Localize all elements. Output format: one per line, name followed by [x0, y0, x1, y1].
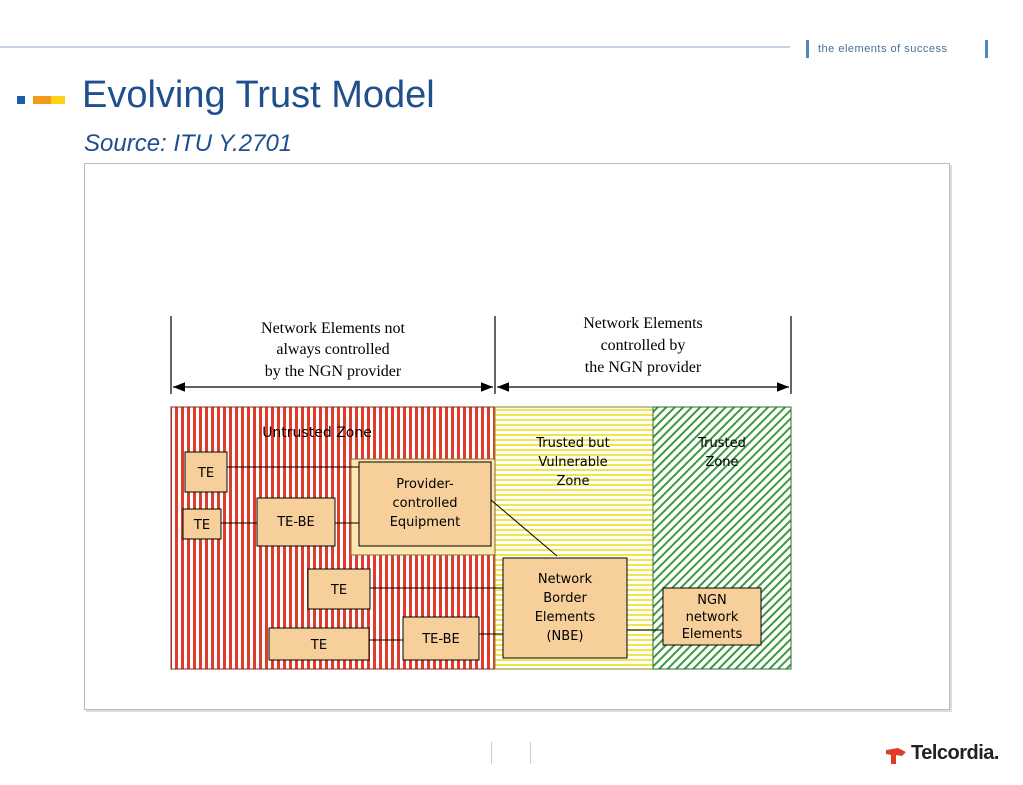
nbe-label-1: Network — [538, 572, 593, 587]
bullet-square-icon — [17, 96, 25, 104]
provider-label-3: Equipment — [390, 515, 461, 530]
slide-subtitle: Source: ITU Y.2701 — [84, 130, 293, 157]
nbe-label-2: Border — [543, 591, 587, 606]
footer-divider-left — [491, 742, 492, 764]
ngn-label-3: Elements — [682, 627, 743, 642]
nbe-box — [502, 557, 628, 659]
te-box-1 — [184, 451, 228, 493]
header-rule — [0, 46, 790, 48]
span-left-line1: Network Elements not — [261, 320, 406, 337]
telcordia-logo-icon — [886, 748, 906, 764]
te-label-3: TE — [330, 583, 347, 598]
te-label-1: TE — [197, 466, 214, 481]
bullet-bar-yellow — [51, 96, 65, 104]
span-left-line3: by the NGN provider — [265, 363, 402, 380]
zone-trusted-label1: Trusted — [697, 436, 746, 451]
tebe-box-1 — [256, 497, 336, 547]
te-box-3 — [307, 568, 371, 610]
nbe-label-3: Elements — [535, 610, 596, 625]
zone-vulnerable-label1: Trusted but — [535, 436, 609, 451]
footer-divider-right — [530, 742, 531, 764]
span-left-line2: always controlled — [276, 341, 389, 358]
telcordia-logo-text: Telcordia. — [911, 742, 1000, 764]
provider-equipment-box — [358, 461, 492, 547]
diagram-frame: Network Elements not always controlled b… — [84, 163, 950, 710]
span-right-line1: Network Elements — [583, 315, 703, 332]
te-box-2 — [182, 508, 222, 540]
tagline-bar-left — [806, 40, 809, 58]
zone-trusted-label2: Zone — [705, 455, 738, 470]
tagline-bar-right — [985, 40, 988, 58]
zone-untrusted-label: Untrusted Zone — [262, 425, 372, 441]
zone-vulnerable-label3: Zone — [556, 474, 589, 489]
provider-label-1: Provider- — [396, 477, 454, 492]
bullet-bar-orange — [33, 96, 51, 104]
te-label-4: TE — [310, 638, 327, 653]
link-provider-nbe — [490, 499, 558, 557]
ngn-label-2: network — [686, 610, 739, 625]
span-right-line3: the NGN provider — [585, 359, 702, 376]
provider-label-2: controlled — [393, 496, 458, 511]
trust-model-diagram: Network Elements not always controlled b… — [170, 315, 792, 670]
zone-vulnerable-label2: Vulnerable — [538, 455, 607, 470]
nbe-label-4: (NBE) — [546, 629, 583, 644]
te-box-4 — [268, 627, 370, 661]
tebe-box-2 — [402, 616, 480, 661]
ngn-box — [662, 587, 762, 646]
tebe-label-1: TE-BE — [276, 515, 315, 530]
te-label-2: TE — [193, 518, 210, 533]
tagline: the elements of success — [818, 43, 948, 55]
span-right-line2: controlled by — [601, 337, 686, 354]
ngn-label-1: NGN — [697, 593, 727, 608]
slide-title: Evolving Trust Model — [82, 74, 435, 116]
tebe-label-2: TE-BE — [421, 632, 460, 647]
